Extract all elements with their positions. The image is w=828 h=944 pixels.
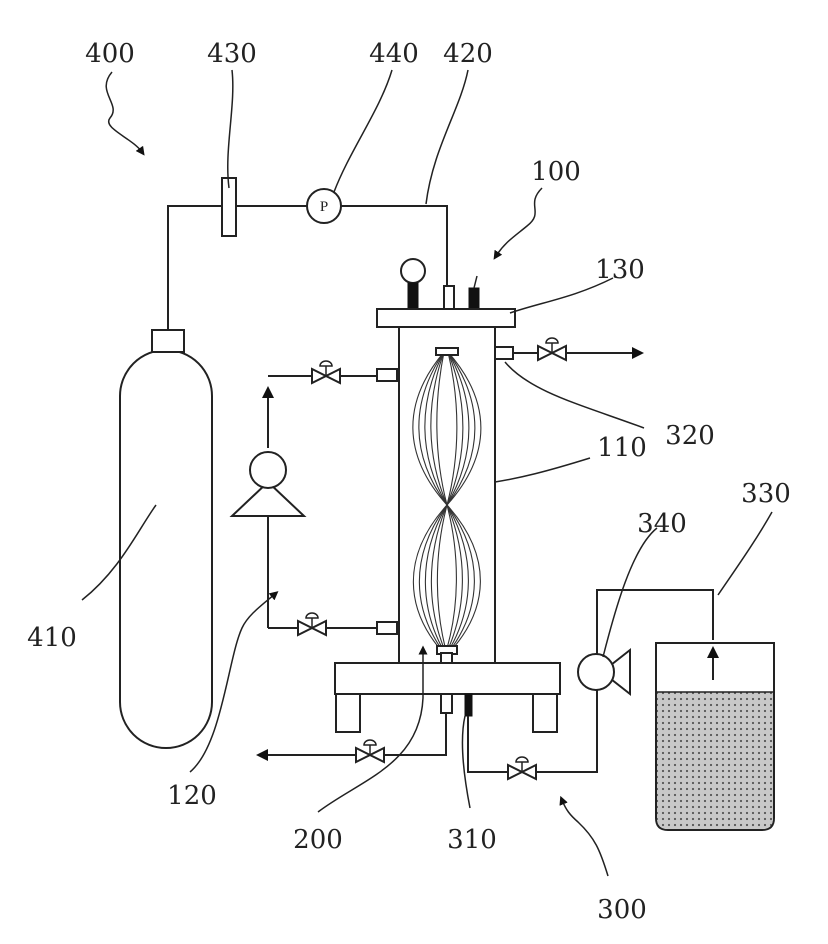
label-430: 430 — [207, 39, 257, 69]
label-130: 130 — [595, 255, 645, 285]
label-330: 330 — [741, 479, 791, 509]
label-410: 410 — [27, 623, 77, 653]
leader-440 — [334, 70, 392, 192]
leader-340 — [603, 528, 657, 657]
outlet-line — [513, 338, 638, 360]
cylinder-valve-neck — [152, 330, 184, 352]
gas-line-right — [341, 206, 447, 290]
feed-valve[interactable] — [508, 757, 536, 779]
upper-left-port — [377, 369, 397, 381]
feed-system — [468, 590, 774, 830]
membrane-module — [335, 259, 560, 732]
label-200: 200 — [293, 825, 343, 855]
gas-cylinder — [120, 350, 212, 748]
base-foot-left — [336, 694, 360, 732]
leader-100 — [496, 188, 542, 256]
circulation-loop — [232, 361, 377, 635]
inlet-port-fitting — [465, 694, 472, 716]
feed-pump — [578, 654, 614, 690]
leader-420 — [426, 70, 468, 204]
outlet-port — [495, 347, 513, 359]
fiber-top-potting — [436, 348, 458, 355]
lower-left-port — [377, 622, 397, 634]
circ-valve-top[interactable] — [312, 361, 340, 383]
label-310: 310 — [447, 825, 497, 855]
cap-flange — [377, 309, 515, 327]
label-120: 120 — [167, 781, 217, 811]
label-340: 340 — [637, 509, 687, 539]
label-400: 400 — [85, 39, 135, 69]
gas-pump-symbol: P — [320, 199, 328, 215]
outlet-valve[interactable] — [538, 338, 566, 360]
leader-330 — [718, 512, 772, 595]
leader-430 — [228, 70, 233, 188]
leader-400 — [106, 72, 142, 152]
leader-320 — [505, 362, 644, 428]
base-plate — [335, 663, 560, 694]
drain-valve[interactable] — [356, 740, 384, 762]
label-100: 100 — [531, 157, 581, 187]
leader-110 — [495, 458, 590, 482]
gas-line-left — [168, 206, 222, 330]
base-foot-right — [533, 694, 557, 732]
circ-valve-bottom[interactable] — [298, 613, 326, 635]
sensor-wire — [474, 276, 477, 288]
label-440: 440 — [369, 39, 419, 69]
label-320: 320 — [665, 421, 715, 451]
leader-300 — [562, 800, 608, 876]
circulation-pump — [250, 452, 286, 488]
label-110: 110 — [597, 433, 647, 463]
pressure-gauge — [401, 259, 425, 283]
housing-body — [399, 327, 495, 663]
tank-liquid — [657, 692, 773, 829]
label-420: 420 — [443, 39, 493, 69]
label-300: 300 — [597, 895, 647, 925]
